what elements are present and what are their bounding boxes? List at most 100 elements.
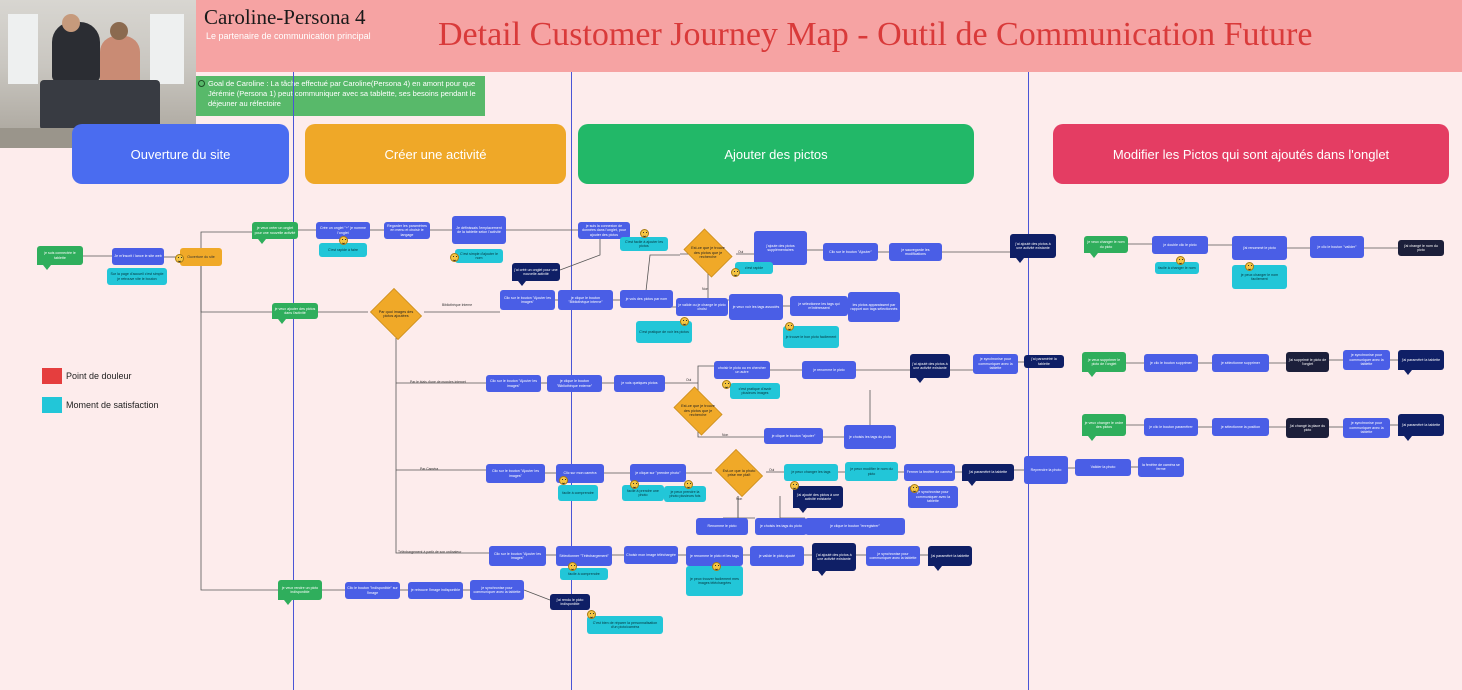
process-step-je-renomme-le-picto: je renomme le picto — [802, 361, 856, 379]
process-step-je-clique-le-bouton-bibliotheque-externe: je clique le bouton "Bibliothèque extern… — [547, 375, 602, 392]
smiley-icon — [731, 268, 740, 277]
process-step-je-veux-voir-les-tags-associes: je veux voir les tags associés — [729, 294, 783, 320]
edge-label: Oui — [738, 250, 744, 254]
process-step-je-clique-le-bouton-bibliotheque-interne: je clique le bouton "Bibliothèque intern… — [558, 290, 613, 310]
speech-tail — [1404, 436, 1412, 441]
process-step-reprendre-la-photo: Reprendre la photo — [1024, 456, 1068, 484]
process-step-je-synchronise-pour-communiquer-avec-la-: je synchronise pour communiquer avec la … — [1343, 350, 1390, 370]
satisfaction-note-sur-la-page-d-accueil-c-est-simple-je-re: Sur la page d'accueil c'est simple je re… — [107, 268, 167, 285]
phase-card-modifier-pictos: Modifier les Pictos qui sont ajoutés dan… — [1053, 124, 1449, 184]
satisfaction-note-c-est-simple-d-ajouter-le-nom: C'est simple d'ajouter le nom — [455, 249, 503, 263]
start-state-je-veux-creer-un-onglet-pour-une-nouvell: je veux créer un onglet pour une nouvell… — [252, 222, 298, 244]
edge-label: Téléchargement à partir de son ordinateu… — [398, 550, 462, 554]
photo-window — [8, 14, 38, 84]
final-state-j-ai-parametre-la-tablette: j'ai paramétré la tablette — [962, 464, 1014, 486]
smiley-icon — [680, 317, 689, 326]
process-step-clic-sur-le-bouton-ajouter-les-images: Clic sur le bouton "Ajouter les images" — [486, 464, 545, 483]
satisfaction-note-c-est-bien-de-reparer-la-personnalisatio: C'est bien de réparer la personnalisatio… — [587, 616, 663, 634]
process-step-je-renomme-le-picto-et-les-tags: je renomme le picto et les tags — [686, 546, 743, 566]
process-step-je-synchronise-pour-communiquer-avec-la-: je synchronise pour communiquer avec la … — [973, 354, 1018, 374]
start-state-je-veux-supprimer-le-picto-de-l-onglet: je veux supprimer le picto de l'onglet — [1082, 352, 1126, 377]
process-step-je-sauvegarde-les-modifications: je sauvegarde les modifications — [889, 243, 942, 261]
process-step-clic-sur-le-bouton-ajouter: Clic sur le bouton "Ajouter" — [823, 243, 878, 261]
process-step-je-clique-sur-prendre-photo: je clique sur "prendre photo" — [630, 464, 686, 482]
process-step-je-clic-le-bouton-valider: je clic le bouton "valider" — [1310, 236, 1364, 258]
final-state-j-ai-parametre-la-tablette: j'ai paramétré la tablette — [1398, 350, 1444, 375]
phase-label: Ajouter des pictos — [724, 146, 828, 162]
smiley-icon — [790, 481, 799, 490]
edge-label: Oui — [769, 468, 775, 472]
satisfaction-note-je-peux-modifier-le-nom-du-picto: je peux modifier le nom du picto — [845, 462, 898, 481]
process-step-clic-sur-le-bouton-ajouter-les-images: Clic sur le bouton "Ajouter les images" — [500, 290, 555, 310]
process-step-selectionner-telechargement: Sélectionner "Téléchargement" — [556, 546, 612, 566]
speech-tail — [258, 239, 266, 244]
process-step-je-suis-la-connexion-de-donnees-dans-l-o: je suis la connexion de données dans l'o… — [578, 222, 630, 239]
header-banner — [0, 0, 1462, 72]
start-state-je-suis-connectee-le-tablette: je suis connectée le tablette — [37, 246, 83, 270]
persona-subtitle: Le partenaire de communication principal — [206, 31, 371, 41]
process-step-je-clique-le-bouton-enregistrer: je clique le bouton "enregistrer" — [805, 518, 905, 535]
satisfaction-note-c-est-rapide: c'est rapide — [735, 262, 773, 274]
persona-title: Caroline-Persona 4 — [204, 5, 366, 29]
photo-head-right — [110, 22, 128, 40]
smiley-icon — [712, 562, 721, 571]
edge-label: Non — [722, 433, 729, 437]
photo-chairs — [40, 80, 160, 130]
photo-head-left — [62, 14, 80, 32]
decision-diamond: Par quoi images des pictos ajoutées — [368, 288, 424, 340]
process-step-je-synchronise-pour-communiquer-avec-la-: je synchronise pour communiquer avec la … — [908, 486, 958, 508]
start-state-je-veux-ajouter-des-pictos-dans-l-activi: je veux ajouter des pictos dans l'activi… — [272, 303, 318, 324]
final-state-j-ai-parametre-la-tablette: j'ai paramétré la tablette — [928, 546, 972, 571]
smiley-icon — [722, 380, 731, 389]
process-step-regarder-les-parametres-en-menu-et-chois: Regarder les paramètres en menu et chois… — [384, 222, 430, 239]
speech-tail — [1088, 436, 1096, 441]
edge-label: Oui — [686, 378, 692, 382]
final-state-j-ai-cree-un-onglet-pour-une-nouvelle-ac: j'ai créé un onglet pour une nouvelle ac… — [512, 263, 560, 286]
phase-label: Créer une activité — [384, 146, 487, 162]
final-state-j-ai-ajoute-des-pictos-a-une-activite-ex: j'ai ajouté des pictos à une activité ex… — [812, 543, 856, 576]
process-step-je-synchronise-pour-communiquer-avec-la-: je synchronise pour communiquer avec la … — [866, 546, 920, 566]
process-step-je-retrouve-l-image-indisponible: je retrouve l'image indisponible — [408, 582, 463, 599]
speech-tail — [1016, 258, 1024, 263]
process-step-je-definissais-l-emplacement-de-la-table: Je définissais l'emplacement de la table… — [452, 216, 506, 244]
satisfaction-note-je-trouve-le-bon-picto-facilement: je trouve le bon picto facilement — [783, 326, 839, 348]
speech-tail — [934, 566, 942, 571]
process-step-je-synchronise-pour-communiquer-avec-la-: je synchronise pour communiquer avec la … — [1343, 418, 1390, 438]
process-step-je-synchronise-pour-communiquer-avec-la-: je synchronise pour communiquer avec la … — [470, 580, 524, 600]
process-step-cree-un-onglet-je-nomme-l-onglet: Crée un onglet "+" je nomme l'onglet — [316, 222, 370, 239]
smiley-icon — [1245, 262, 1254, 271]
process-step-choisir-mon-image-telechargee: Choisir mon image téléchargée — [624, 546, 678, 564]
final-state-j-ai-ajoute-des-pictos-a-une-activite-ex: j'ai ajouté des pictos à une activité ex… — [1010, 234, 1056, 263]
speech-tail — [1404, 370, 1412, 375]
photo-person-left — [52, 22, 100, 82]
process-step-je-selectionne-les-tags-qui-m-interessen: je sélectionne les tags qui m'intéressen… — [790, 296, 848, 316]
satisfaction-note-facile-a-changer-le-nom: facile à changer le nom — [1155, 262, 1199, 274]
speech-tail — [284, 600, 292, 605]
process-step-je-clique-le-bouton-ajouter: je clique le bouton "ajouter" — [764, 428, 823, 444]
speech-tail — [818, 571, 826, 576]
process-step-je-vois-des-pictos-par-nom: je vois des pictos par nom — [620, 290, 673, 308]
satisfaction-note-facile-a-prendre-une-photo: facile à prendre une photo — [622, 485, 664, 501]
final-state-j-ai-change-le-nom-du-picto: j'ai changé le nom du picto — [1398, 240, 1444, 256]
goal-note: Goal de Caroline : La tâche effectué par… — [196, 76, 485, 116]
edge-label: Non — [736, 497, 743, 501]
process-step-clic-sur-le-bouton-ajouter-les-images: Clic sur le bouton "Ajouter les images" — [486, 375, 541, 392]
process-step-je-selectionne-la-position: je sélectionne la position — [1212, 418, 1269, 436]
smiley-icon — [559, 476, 568, 485]
satisfaction-note-facile-a-comprendre: facile à comprendre — [558, 485, 598, 501]
process-step-la-fenetre-de-camera-se-ferme: la fenêtre de caméra se ferme — [1138, 457, 1184, 477]
legend-label-pain: Point de douleur — [66, 371, 132, 381]
decision-text: Est-ce que je trouve des pictos que je r… — [681, 404, 715, 418]
process-step-je-valide-ou-je-change-le-picto-choisi: je valide ou je change le picto choisi — [676, 298, 728, 316]
speech-tail — [916, 378, 924, 383]
final-state-j-ai-ajoute-des-pictos-a-une-activite-ex: j'ai ajouté des pictos à une activité ex… — [793, 486, 843, 513]
target-icon — [198, 80, 205, 87]
speech-tail — [518, 281, 526, 286]
satisfaction-note-je-peux-prendre-la-photo-plusieurs-fois: je peux prendre la photo plusieurs fois — [664, 486, 706, 502]
satisfaction-note-je-peux-changer-le-nom-facilement: je peux changer le nom facilement — [1232, 265, 1287, 289]
start-state-je-veux-rendre-un-picto-indisponible: je veux rendre un picto indisponible — [278, 580, 322, 605]
start-state-je-veux-changer-le-ordre-des-pictos: je veux changer le ordre des pictos — [1082, 414, 1126, 441]
smiley-icon — [587, 610, 596, 619]
process-step-j-ajoute-des-pictos-supplementaires: j'ajoute des pictos supplémentaires — [754, 231, 807, 265]
